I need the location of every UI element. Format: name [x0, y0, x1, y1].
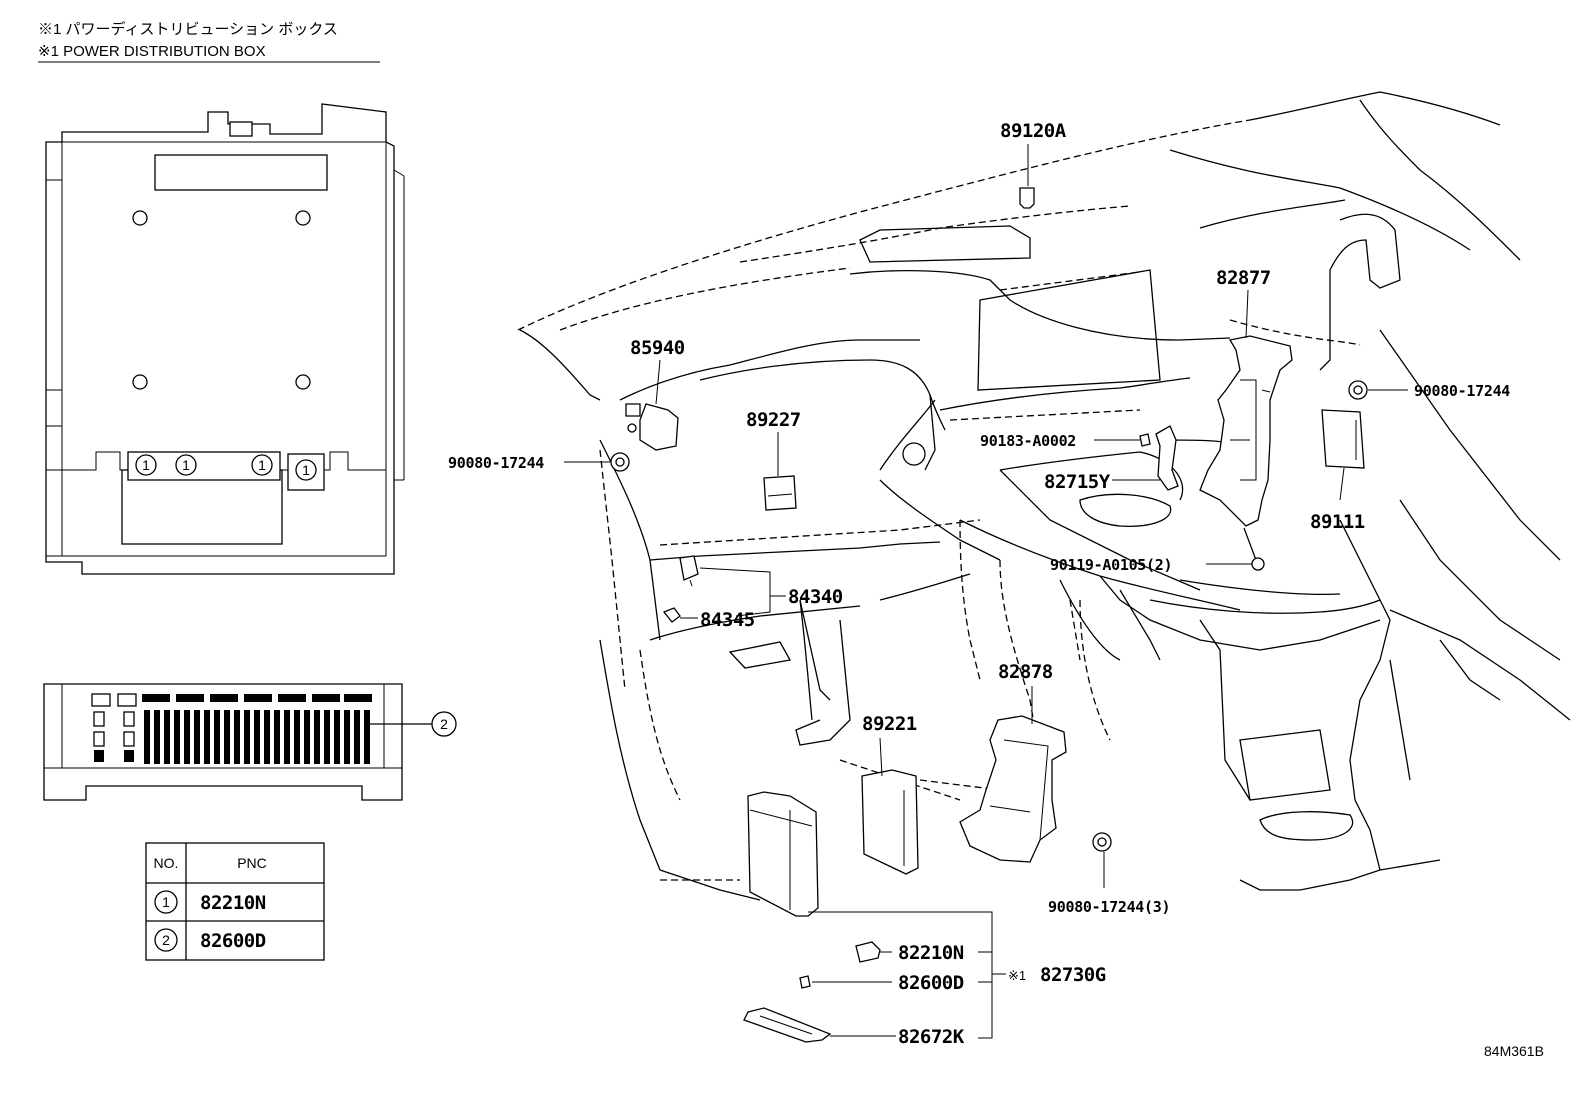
table-row-1-no: 1: [162, 894, 170, 910]
label-89221: 89221: [862, 713, 917, 735]
fuse-slot: [304, 710, 310, 764]
callout-1-relay-b: 1: [175, 454, 197, 476]
table-header-pnc: PNC: [237, 855, 267, 871]
fuse-slot: [184, 710, 190, 764]
part-90080-17244-3-drawing: [1092, 832, 1112, 852]
fuse-slot: [224, 710, 230, 764]
part-84340-drawing: [679, 555, 699, 587]
label-82672K: 82672K: [898, 1026, 965, 1048]
label-84340: 84340: [788, 586, 843, 608]
label-82878: 82878: [998, 661, 1053, 683]
fuse-slot: [154, 710, 160, 764]
callout-1-relay-d: 1: [295, 459, 317, 481]
part-89227-drawing: [763, 475, 797, 511]
label-85940: 85940: [630, 337, 685, 359]
label-90080-17244-left: 90080-17244: [448, 454, 544, 472]
part-82672K-drawing: [743, 1007, 832, 1043]
part-90183-A0002-drawing: [1139, 433, 1151, 447]
part-85940-drawing: [625, 403, 679, 451]
fuse-slot: [334, 710, 340, 764]
table-row-2-no: 2: [162, 932, 170, 948]
instrument-panel-outline: [517, 91, 1571, 901]
fuse-slot: [254, 710, 260, 764]
power-distribution-box-illustration: [45, 103, 405, 575]
fuse-slot: [264, 710, 270, 764]
table-row-1-pnc: 82210N: [200, 892, 266, 914]
part-89120A-drawing: [1019, 187, 1035, 209]
diagram-code: 84M361B: [1484, 1043, 1544, 1059]
part-82715Y-drawing: [1155, 425, 1179, 491]
table-header-no: NO.: [154, 855, 179, 871]
fuse-slot: [294, 710, 300, 764]
fuse-slot: [204, 710, 210, 764]
fuse-slot: [144, 710, 150, 764]
fuse-slot: [314, 710, 320, 764]
callout-2-fuse: 2: [431, 711, 457, 737]
part-82730G-drawing: [747, 791, 819, 917]
fuse-slot: [274, 710, 280, 764]
part-84345-drawing: [662, 607, 681, 623]
fuse-block-illustration: [43, 683, 432, 801]
header-en-title: ※1 POWER DISTRIBUTION BOX: [38, 43, 266, 60]
label-82877: 82877: [1216, 267, 1271, 289]
fuse-slot: [324, 710, 330, 764]
part-90080-17244-right-drawing: [1348, 380, 1368, 400]
label-82730G-mark: ※1: [1008, 968, 1026, 983]
label-90183-A0002: 90183-A0002: [980, 432, 1076, 450]
fuse-slot: [164, 710, 170, 764]
part-90080-17244-left-drawing: [610, 452, 630, 472]
fuse-slot: [284, 710, 290, 764]
label-82715Y: 82715Y: [1044, 471, 1111, 493]
part-82210N-drawing: [855, 941, 881, 963]
part-82878-drawing: [959, 715, 1067, 863]
table-row-2-pnc: 82600D: [200, 930, 266, 952]
fuse-slot: [214, 710, 220, 764]
part-82877-drawing: [1199, 335, 1293, 527]
part-89111-drawing: [1321, 409, 1365, 469]
fuse-slot: [194, 710, 200, 764]
label-82210N: 82210N: [898, 942, 964, 964]
fuse-slot: [344, 710, 350, 764]
svg-text:1: 1: [142, 457, 150, 473]
label-84345: 84345: [700, 609, 755, 631]
fuse-slot: [364, 710, 370, 764]
svg-text:1: 1: [182, 457, 190, 473]
part-82600D-drawing: [799, 975, 811, 989]
svg-text:1: 1: [302, 462, 310, 478]
label-89120A: 89120A: [1000, 120, 1067, 142]
leader-lines: [564, 144, 1408, 1039]
label-82600D: 82600D: [898, 972, 964, 994]
label-90119-A0105: 90119-A0105(2): [1050, 556, 1172, 574]
part-89221-drawing: [861, 769, 919, 875]
fuse-slot: [354, 710, 360, 764]
pnc-table: NO. PNC 1 82210N 2 82600D: [145, 842, 325, 961]
header-jp-title: ※1 パワーディストリビューション ボックス: [38, 20, 338, 38]
label-90080-17244-3: 90080-17244(3): [1048, 898, 1170, 916]
svg-text:2: 2: [440, 716, 448, 732]
fuse-slot: [234, 710, 240, 764]
label-82730G: 82730G: [1040, 964, 1106, 986]
label-89227: 89227: [746, 409, 801, 431]
label-90080-17244-right: 90080-17244: [1414, 382, 1510, 400]
callout-1-relay-c: 1: [251, 454, 273, 476]
fuse-slot: [244, 710, 250, 764]
svg-text:1: 1: [258, 457, 266, 473]
label-89111: 89111: [1310, 511, 1365, 533]
callout-1-relay-a: 1: [135, 454, 157, 476]
fuse-slot: [174, 710, 180, 764]
